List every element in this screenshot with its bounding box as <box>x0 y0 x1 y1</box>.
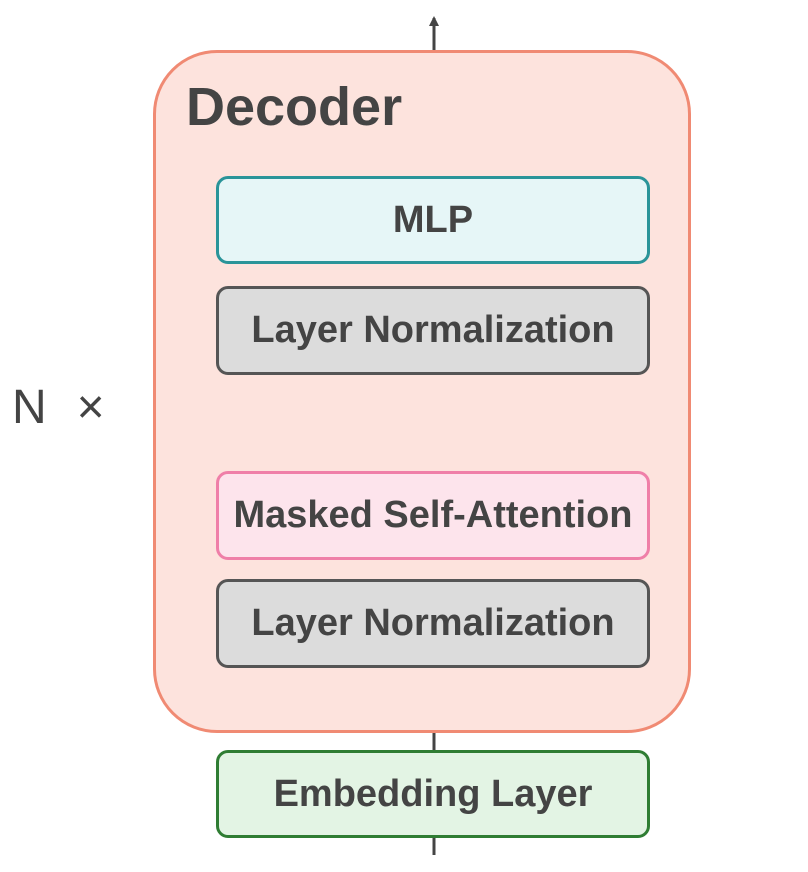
repeat-times-symbol: × <box>76 381 105 434</box>
layer-normalization-block-bottom: Layer Normalization <box>216 579 650 668</box>
layer-normalization-block-top: Layer Normalization <box>216 286 650 375</box>
mlp-block: MLP <box>216 176 650 264</box>
decoder-title: Decoder <box>186 77 403 137</box>
embedding-layer-block: Embedding Layer <box>216 750 650 838</box>
repeat-count-label: N× <box>12 380 105 435</box>
masked-self-attention-block: Masked Self-Attention <box>216 471 650 560</box>
repeat-n: N <box>12 381 47 434</box>
